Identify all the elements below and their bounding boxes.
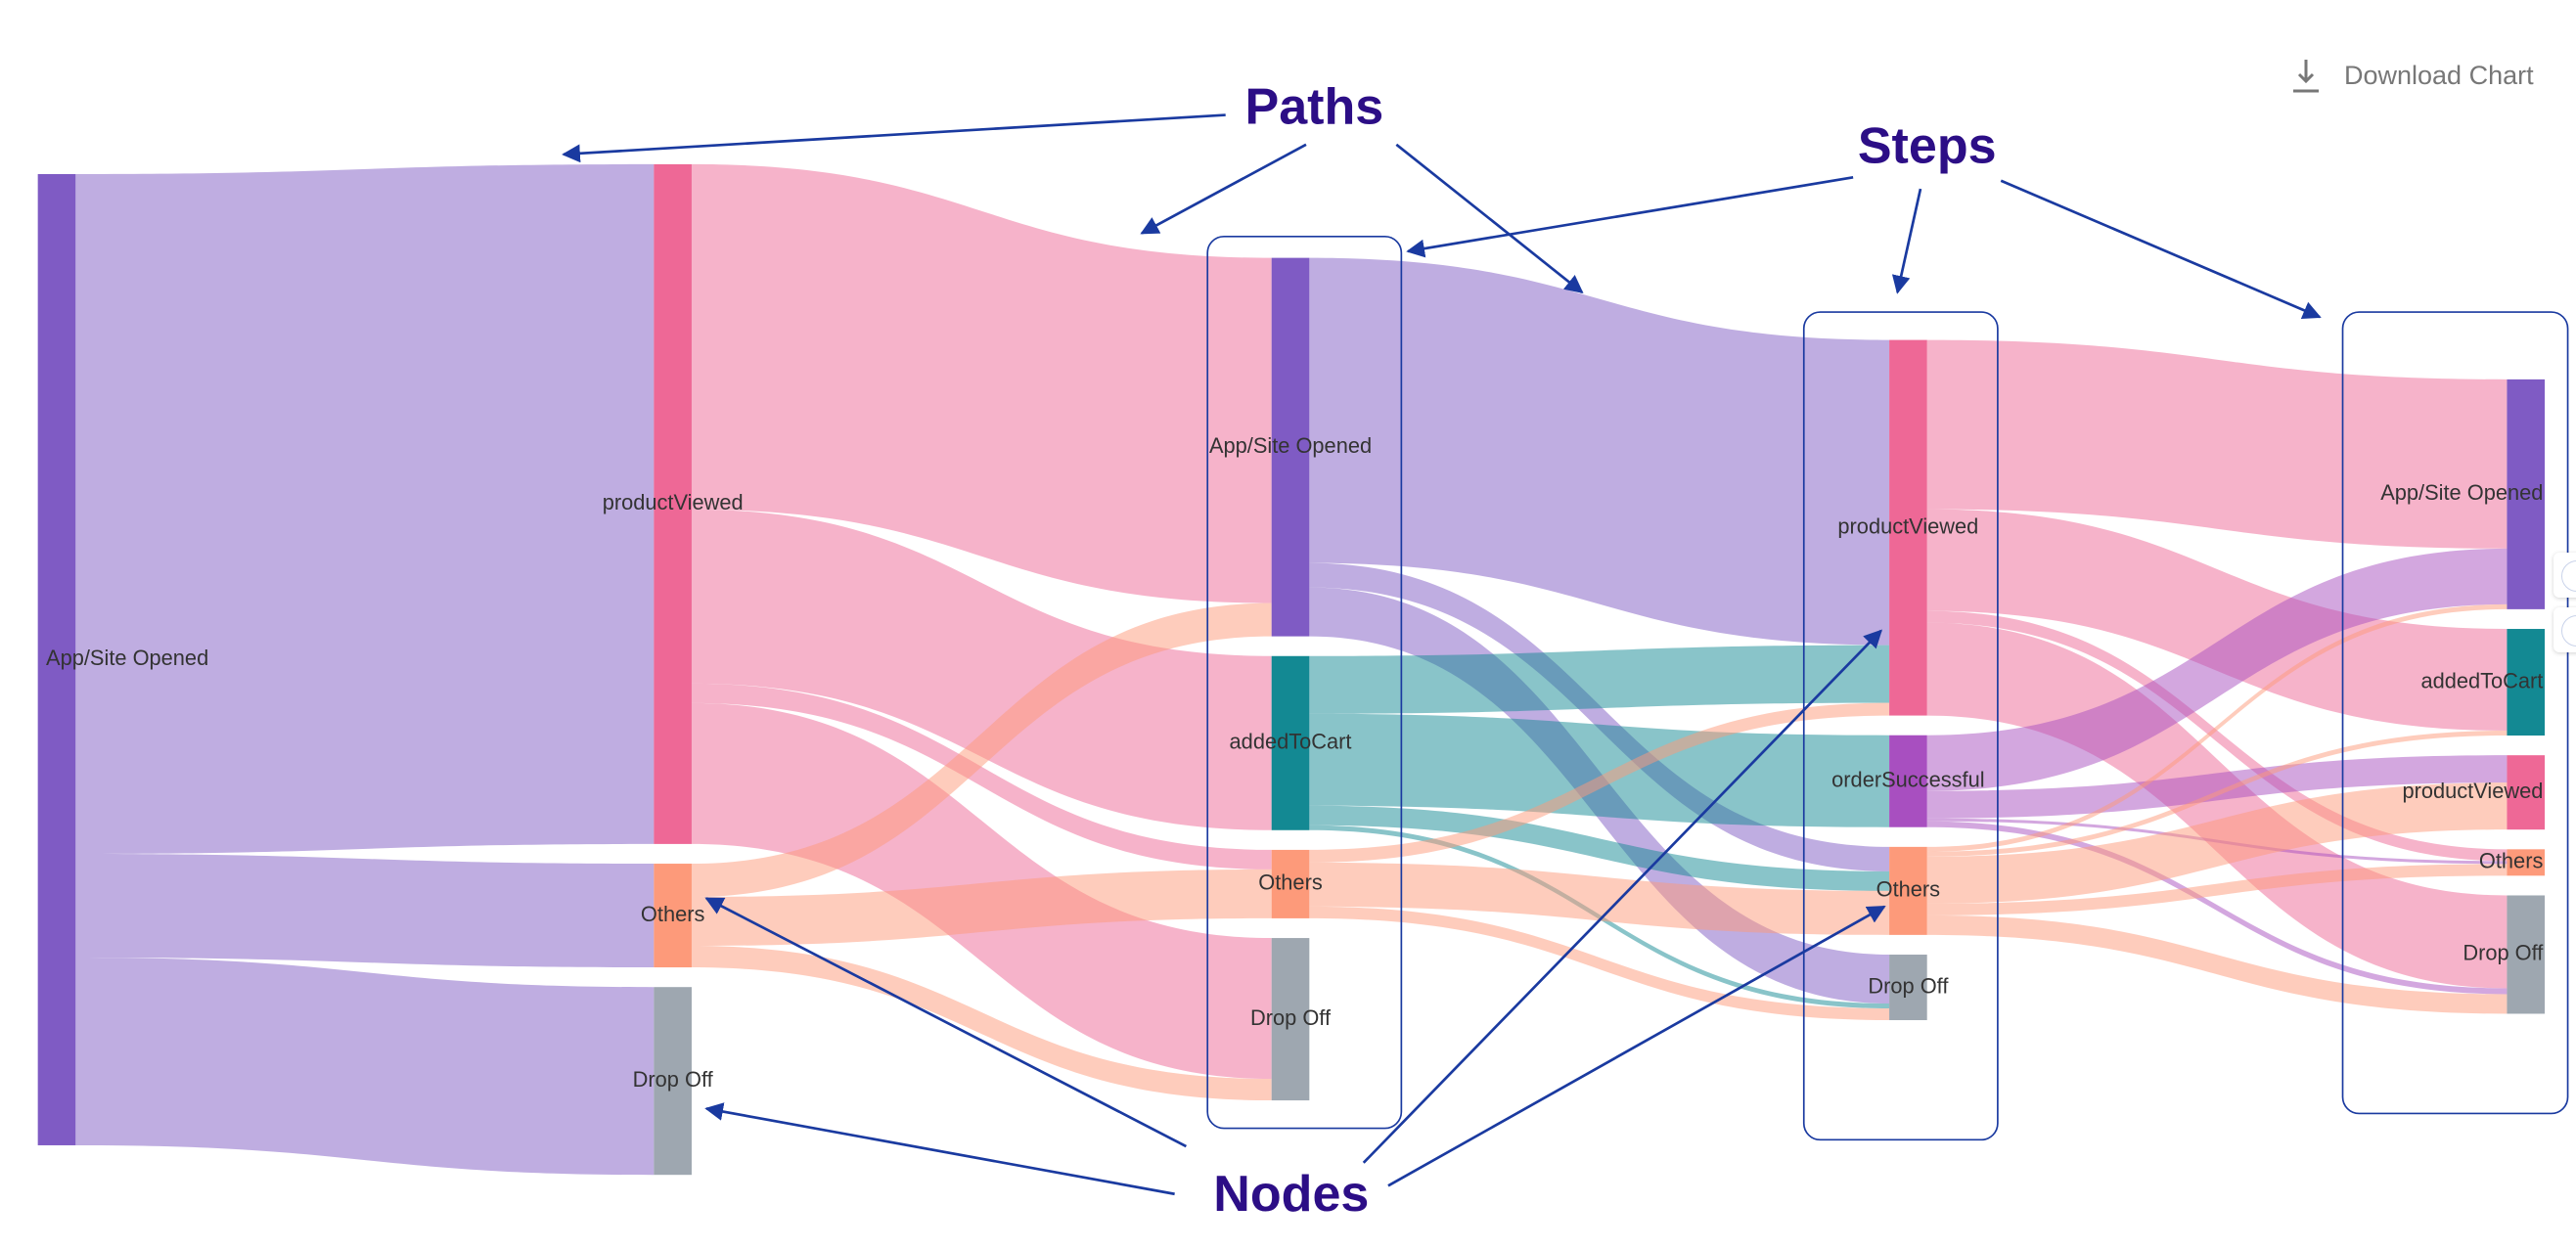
sankey-link[interactable] — [1309, 562, 1890, 871]
node-label: App/Site Opened — [1209, 433, 1372, 458]
annotation-nodes: Nodes — [1213, 1166, 1369, 1223]
sankey-node[interactable] — [654, 163, 692, 844]
download-chart-label: Download Chart — [2344, 60, 2534, 90]
node-label: addedToCart — [1230, 730, 1352, 754]
annotation-arrows — [562, 113, 2322, 1196]
download-icon — [2293, 60, 2319, 93]
sankey-link[interactable] — [1309, 702, 1890, 863]
steps-arrow-3 — [2000, 179, 2322, 320]
node-label: addedToCart — [2420, 668, 2543, 692]
sankey-node[interactable] — [2507, 849, 2546, 876]
sankey-link[interactable] — [1309, 645, 1890, 714]
sankey-link[interactable] — [1309, 906, 1890, 1021]
sankey-node[interactable] — [1271, 257, 1310, 637]
paths-arrow-3 — [1395, 143, 1584, 294]
sankey-link[interactable] — [1926, 610, 2508, 862]
sankey-link[interactable] — [1926, 339, 2508, 549]
nodes-arrow-2 — [704, 1102, 1175, 1196]
sankey-link[interactable] — [1926, 509, 2508, 732]
sankey-node[interactable] — [654, 864, 692, 968]
circle-icon — [2561, 615, 2576, 647]
sankey-link[interactable] — [691, 509, 1272, 830]
node-label: orderSuccessful — [1831, 767, 1984, 791]
sankey-link[interactable] — [1926, 782, 2508, 904]
edge-widget-1[interactable] — [2553, 553, 2576, 598]
sankey-node[interactable] — [2507, 895, 2546, 1014]
paths-arrow-2 — [1140, 143, 1307, 235]
sankey-link[interactable] — [1926, 864, 2508, 915]
node-label: Others — [1258, 870, 1323, 895]
node-label: App/Site Opened — [2380, 480, 2543, 505]
sankey-node[interactable] — [1271, 849, 1310, 918]
sankey-link[interactable] — [691, 683, 1272, 870]
sankey-node[interactable] — [2507, 379, 2546, 609]
edge-widget-2[interactable] — [2553, 607, 2576, 652]
sankey-node[interactable] — [2507, 629, 2546, 736]
sankey-link[interactable] — [75, 853, 655, 968]
node-label: Drop Off — [2463, 941, 2544, 965]
step-3-box — [1206, 235, 1403, 1130]
circle-icon — [2561, 560, 2576, 592]
sankey-link[interactable] — [691, 946, 1272, 1101]
sankey-link[interactable] — [1926, 755, 2508, 819]
node-label: productViewed — [603, 490, 744, 514]
sankey-link[interactable] — [1309, 713, 1890, 827]
paths-arrow-1 — [562, 113, 1226, 163]
nodes-layer — [37, 163, 2546, 1176]
sankey-node[interactable] — [1889, 846, 1927, 935]
annotation-paths: Paths — [1244, 78, 1383, 135]
sankey-link[interactable] — [1926, 731, 2508, 857]
nodes-arrow-3 — [1362, 629, 1882, 1164]
step-5-box — [2341, 311, 2569, 1115]
sankey-link[interactable] — [1926, 622, 2508, 989]
links-layer — [75, 163, 2508, 1176]
steps-arrow-1 — [1406, 176, 1854, 258]
sankey-link[interactable] — [1309, 257, 1890, 646]
download-chart-button[interactable]: Download Chart — [2289, 57, 2534, 94]
sankey-node[interactable] — [2507, 755, 2546, 830]
annotation-steps: Steps — [1858, 118, 1997, 175]
sankey-link[interactable] — [75, 163, 655, 854]
sankey-link[interactable] — [1926, 548, 2508, 791]
sankey-link[interactable] — [691, 163, 1272, 603]
sankey-link[interactable] — [75, 957, 655, 1176]
sankey-node[interactable] — [1889, 735, 1927, 827]
sankey-link[interactable] — [1926, 821, 2508, 995]
step-4-box — [1802, 311, 1999, 1141]
node-label: Drop Off — [633, 1067, 714, 1092]
sankey-node[interactable] — [1271, 655, 1310, 830]
steps-arrow-2 — [1891, 188, 1922, 294]
node-label: Drop Off — [1868, 973, 1949, 998]
node-label: Others — [641, 902, 705, 926]
node-label: Others — [2479, 849, 2544, 873]
sankey-node[interactable] — [1271, 938, 1310, 1101]
sankey-link[interactable] — [1309, 805, 1890, 891]
step-boxes — [1206, 235, 2569, 1141]
sankey-link[interactable] — [691, 602, 1272, 898]
nodes-arrow-1 — [704, 897, 1188, 1148]
sankey-link[interactable] — [691, 869, 1272, 947]
node-label: Others — [1876, 877, 1941, 902]
node-label: productViewed — [2402, 779, 2543, 803]
sankey-node[interactable] — [1889, 955, 1927, 1021]
node-label: productViewed — [1837, 513, 1978, 538]
sankey-link[interactable] — [1926, 914, 2508, 1014]
node-label: Drop Off — [1250, 1005, 1332, 1030]
sankey-node[interactable] — [1889, 339, 1927, 716]
sankey-node[interactable] — [37, 173, 76, 1145]
sankey-link[interactable] — [1926, 603, 2508, 852]
sankey-node[interactable] — [654, 987, 692, 1176]
sankey-link[interactable] — [1309, 862, 1890, 935]
node-label: App/Site Opened — [46, 646, 208, 670]
nodes-arrow-4 — [1387, 905, 1886, 1187]
